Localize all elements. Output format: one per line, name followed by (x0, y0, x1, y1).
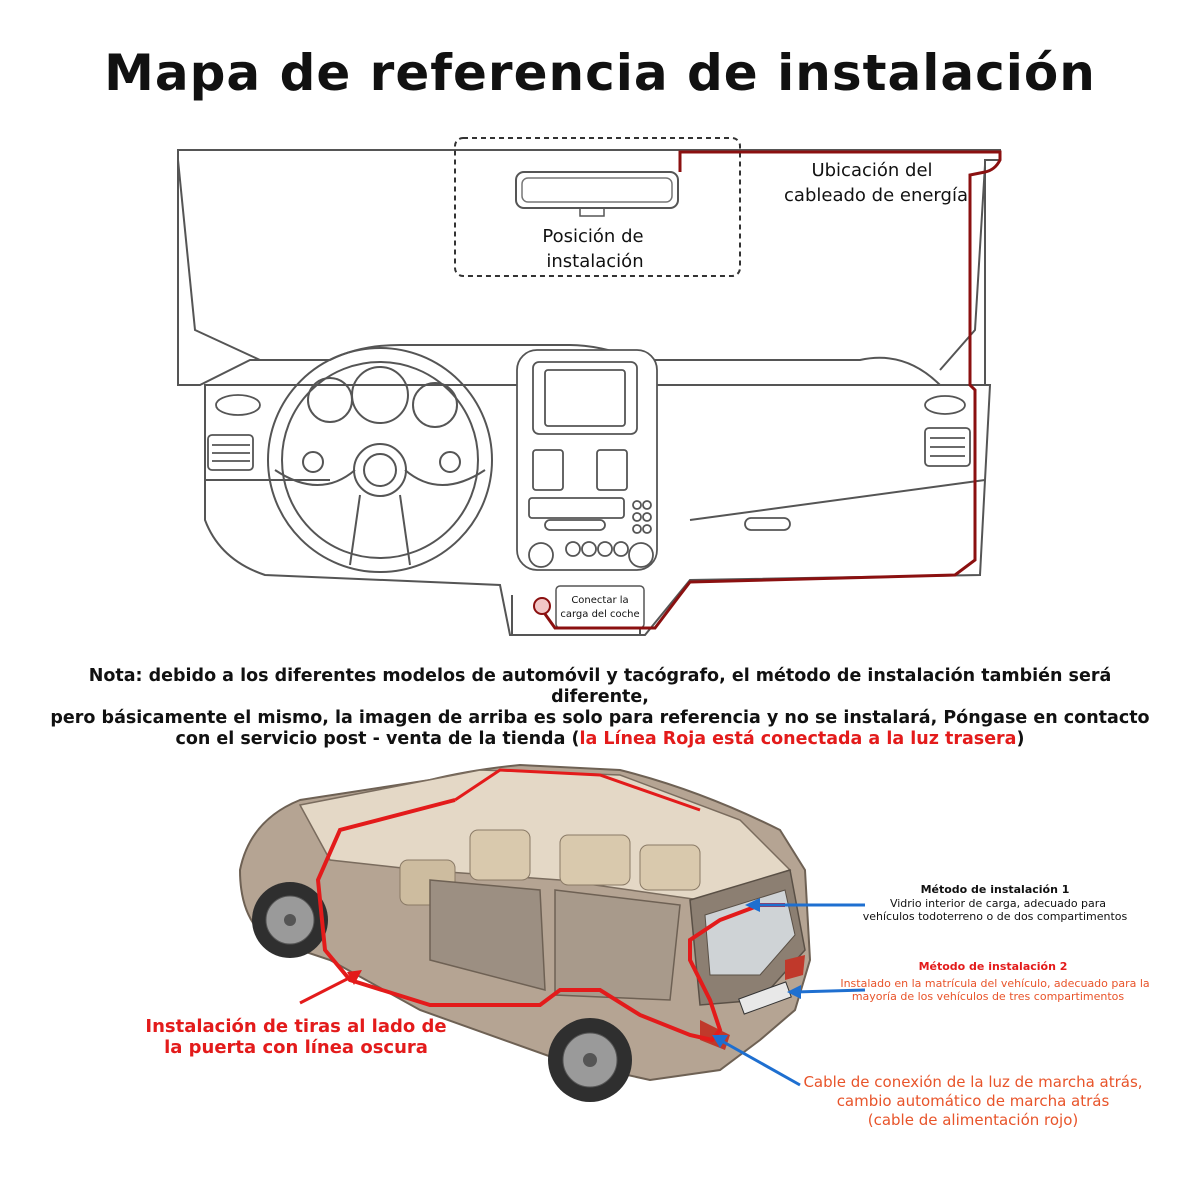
power-wire (543, 150, 1002, 630)
steering-wheel (267, 347, 493, 573)
note-line3-end: ) (1016, 729, 1025, 749)
left-vents (207, 394, 261, 471)
install-position-label-line1: Posición de (542, 226, 643, 247)
method1-title: Método de instalación 1 (921, 883, 1070, 896)
door-strip-label-line2: la puerta con línea oscura (164, 1037, 428, 1058)
reverse-light-label-line2: cambio automático de marcha atrás (837, 1092, 1110, 1110)
note-line1: Nota: debido a los diferentes modelos de… (88, 666, 1112, 707)
car-red-wire (315, 798, 785, 1043)
method1-desc-line1: Vidrio interior de carga, adecuado para (890, 897, 1106, 910)
charger-label-line2: carga del coche (560, 609, 639, 620)
car-illustration (238, 763, 812, 1102)
rearview-mirror (515, 171, 679, 217)
reverse-light-label-line1: Cable de conexión de la luz de marcha at… (803, 1073, 1142, 1091)
charger-label-line1: Conectar la (571, 595, 628, 606)
power-wiring-label-line2: cableado de energía (784, 185, 968, 206)
note-line3-start: con el servicio post - venta de la tiend… (175, 729, 580, 749)
blue-pointers (712, 898, 866, 1087)
center-console (516, 349, 658, 571)
method1-desc-line2: vehículos todoterreno o de dos compartim… (863, 910, 1128, 923)
door-strip-arrow (299, 970, 362, 1005)
page-title: Mapa de referencia de instalación (104, 44, 1096, 102)
car-red-wire-roof (454, 768, 701, 812)
note-line2: pero básicamente el mismo, la imagen de … (50, 708, 1150, 728)
install-position-label-line2: instalación (546, 251, 643, 272)
door-strip-label-line1: Instalación de tiras al lado de (145, 1016, 446, 1037)
power-wiring-label-line1: Ubicación del (811, 160, 932, 181)
note-line3: con el servicio post - venta de la tiend… (40, 729, 1160, 750)
right-vents (744, 395, 971, 531)
install-position-box (454, 137, 741, 277)
reverse-light-label-line3: (cable de alimentación rojo) (868, 1111, 1079, 1129)
method2-desc-line2: mayoría de los vehículos de tres compart… (852, 990, 1125, 1003)
charger-port (533, 585, 645, 629)
installation-note: Nota: debido a los diferentes modelos de… (40, 666, 1160, 750)
method2-desc-line1: Instalado en la matrícula del vehículo, … (840, 977, 1149, 990)
note-red-line-text: la Línea Roja está conectada a la luz tr… (579, 729, 1017, 749)
method2-title: Método de instalación 2 (919, 960, 1068, 973)
